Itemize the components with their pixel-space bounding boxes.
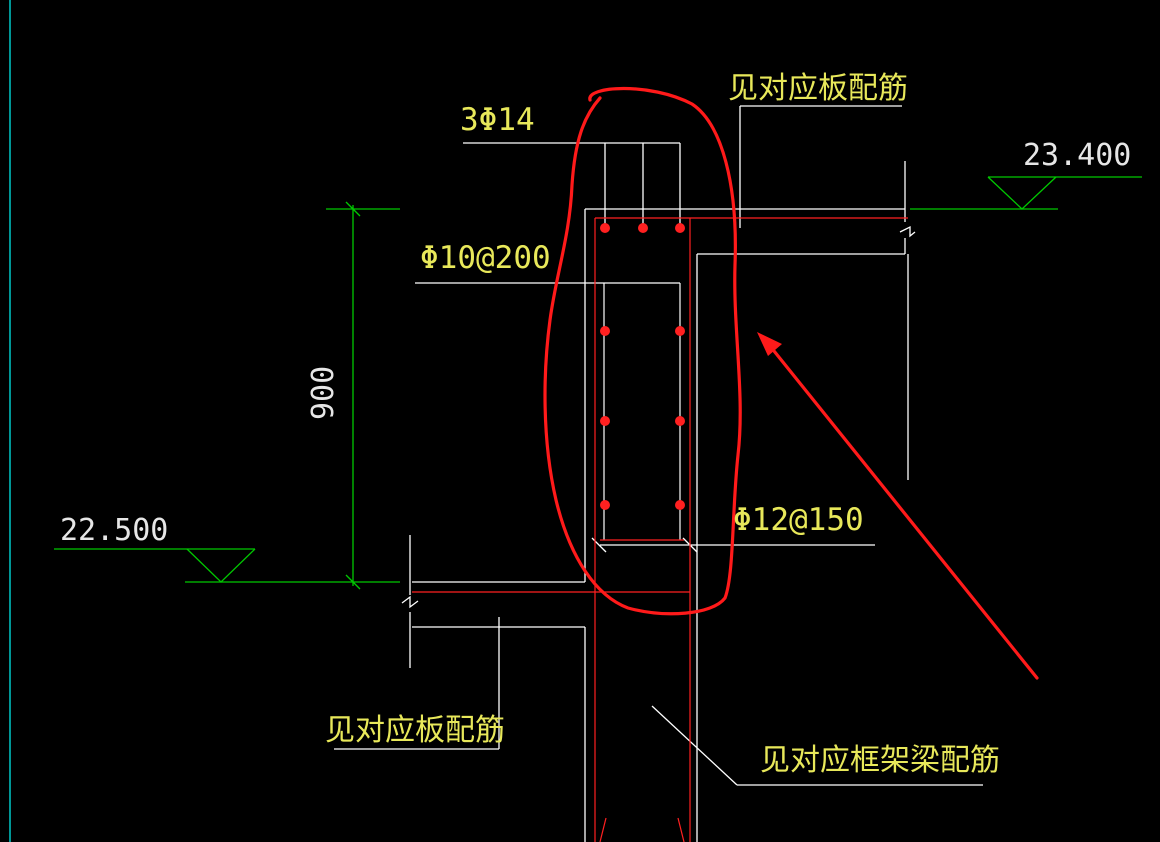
structure-outline (334, 105, 983, 842)
rebar-dot (638, 223, 648, 233)
height-dimension (326, 201, 400, 590)
rebar-dot (600, 500, 610, 510)
markup-loop (543, 86, 742, 616)
height-dimension-label: 900 (306, 366, 341, 420)
rebar-dot (675, 416, 685, 426)
slab-reference-label-bottom: 见对应板配筋 (325, 713, 505, 748)
rebar-dot (600, 223, 610, 233)
rebar-dot (600, 326, 610, 336)
level-low-label: 22.500 (60, 513, 168, 548)
slab-reference-label-top: 见对应板配筋 (728, 71, 908, 106)
rebar-dot (675, 326, 685, 336)
level-high-label: 23.400 (1023, 138, 1131, 173)
side-bars-label: Φ12@150 (733, 502, 864, 538)
rebar-dot (675, 500, 685, 510)
markup-arrow (757, 332, 1039, 680)
level-marker-low (54, 548, 400, 583)
rebar-cage (412, 217, 908, 842)
rebar-dot (675, 223, 685, 233)
frame-beam-reference-label: 见对应框架梁配筋 (760, 743, 1000, 778)
stirrup-label: Φ10@200 (420, 240, 551, 276)
rebar-dots (600, 223, 685, 510)
level-marker-high (910, 176, 1142, 210)
rebar-dot (600, 416, 610, 426)
top-rebar-label: 3Φ14 (460, 102, 535, 138)
